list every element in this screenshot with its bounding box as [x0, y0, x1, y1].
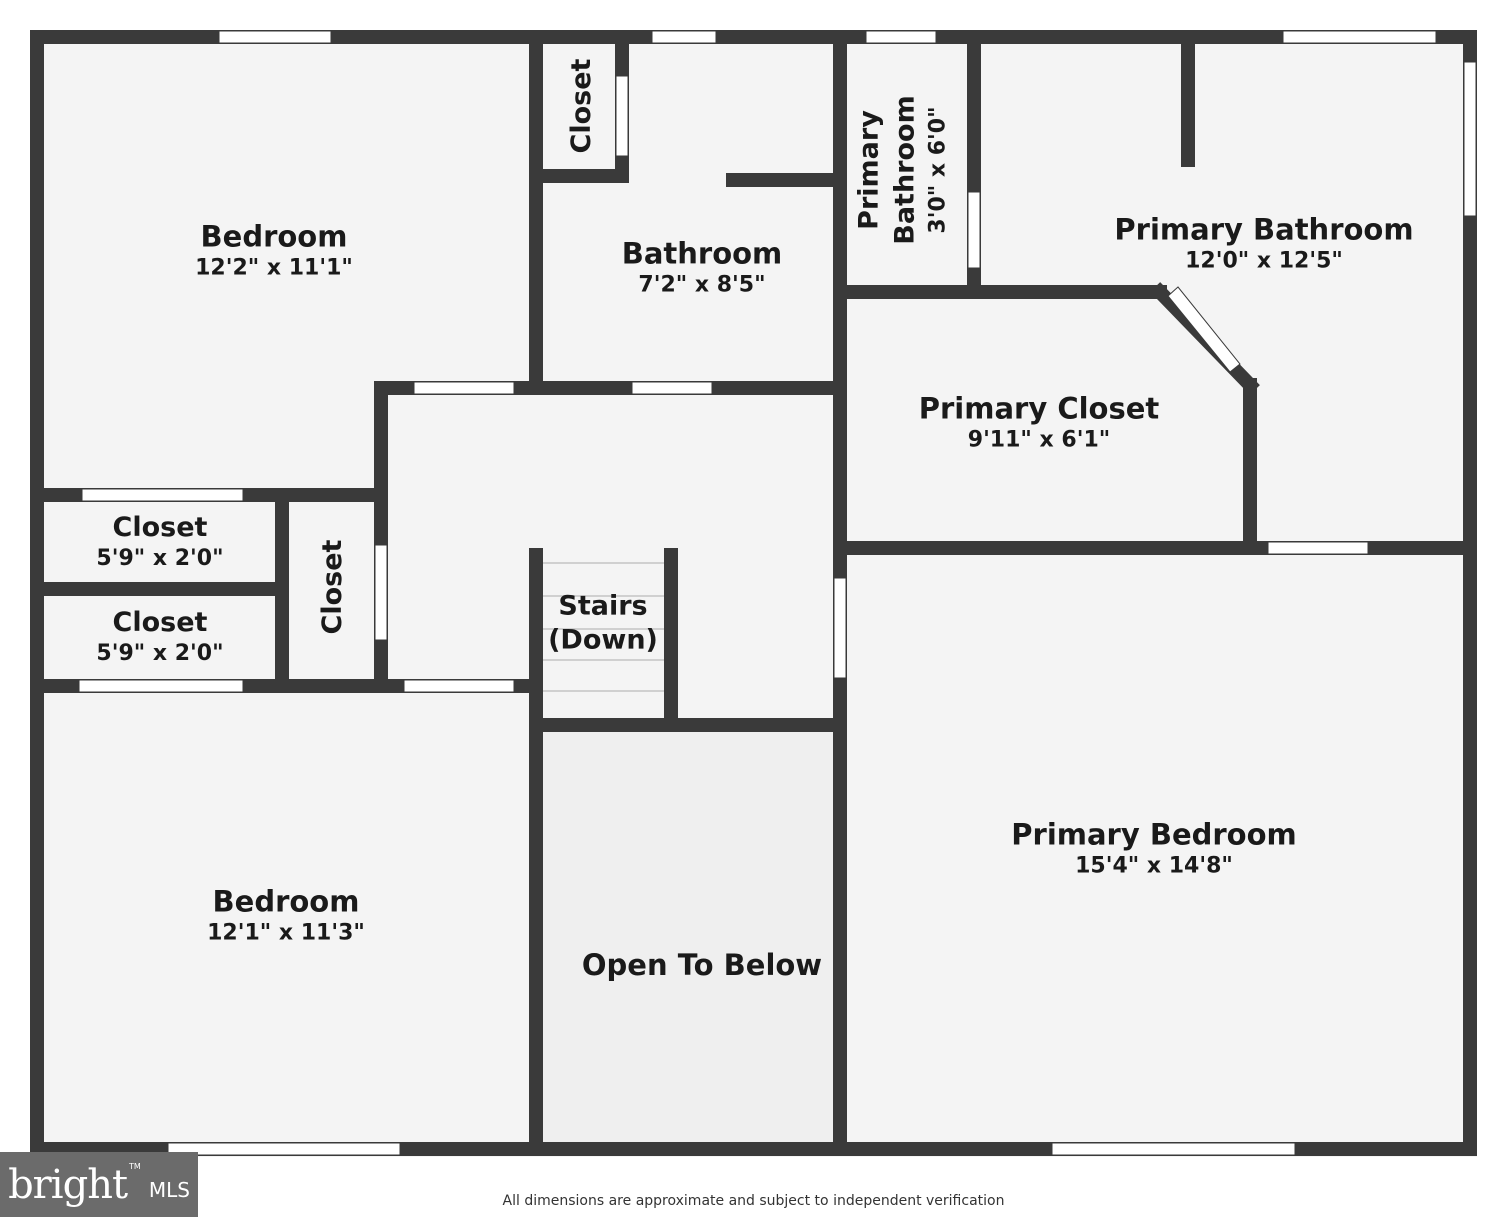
- room-label-closet-b: Closet 5'9" x 2'0": [96, 606, 224, 666]
- door-closet-b: [78, 679, 244, 693]
- disclaimer-text: All dimensions are approximate and subje…: [502, 1193, 1005, 1209]
- room-label-stairs: Stairs (Down): [548, 590, 658, 655]
- door-bathroom: [631, 381, 713, 395]
- window-bathroom: [651, 30, 717, 44]
- room-label-closet-a: Closet 5'9" x 2'0": [96, 511, 224, 571]
- room-label-primary-bathroom: Primary Bathroom 12'0" x 12'5": [1114, 212, 1414, 274]
- room-label-primary-bedroom: Primary Bedroom 15'4" x 14'8": [1011, 817, 1297, 879]
- window-pbath-right: [1463, 61, 1477, 217]
- door-primary-bedroom: [833, 577, 847, 679]
- window-pbath: [1282, 30, 1437, 44]
- room-label-bedroom-2: Bedroom 12'1" x 11'3": [207, 884, 365, 946]
- openings: [78, 30, 1477, 1156]
- room-label-open-to-below: Open To Below: [581, 947, 823, 982]
- window-bedroom1: [218, 30, 332, 44]
- logo-mls: MLS: [148, 1177, 190, 1202]
- room-label-closet-vertical: Closet: [317, 539, 349, 635]
- open-to-below-floor: [535, 725, 840, 1148]
- door-closet-vert: [374, 544, 388, 641]
- room-label-bathroom: Bathroom 7'2" x 8'5": [621, 236, 783, 298]
- room-label-primary-closet: Primary Closet 9'11" x 6'1": [918, 391, 1160, 453]
- door-closet-a: [81, 488, 244, 502]
- window-bedroom2: [167, 1142, 401, 1156]
- bright-mls-logo: bright TM MLS: [0, 1152, 198, 1217]
- room-label-closet-top: Closet: [566, 58, 598, 154]
- door-primary-closet-diag: [1167, 286, 1241, 373]
- window-pbath-small: [865, 30, 937, 44]
- window-primary-bedroom: [1051, 1142, 1296, 1156]
- door-bedroom1: [413, 381, 515, 395]
- door-primary-bath: [1267, 541, 1369, 555]
- logo-tm: TM: [129, 1162, 141, 1171]
- logo-word: bright: [8, 1161, 128, 1208]
- door-closet-top: [615, 75, 629, 157]
- room-label-bedroom-1: Bedroom 12'2" x 11'1": [195, 219, 353, 281]
- door-bedroom2: [403, 679, 515, 693]
- room-label-primary-bath-small: Primary Bathroom 3'0" x 6'0": [853, 95, 951, 245]
- door-pbath-small: [967, 191, 981, 269]
- stair-treads: [543, 562, 664, 692]
